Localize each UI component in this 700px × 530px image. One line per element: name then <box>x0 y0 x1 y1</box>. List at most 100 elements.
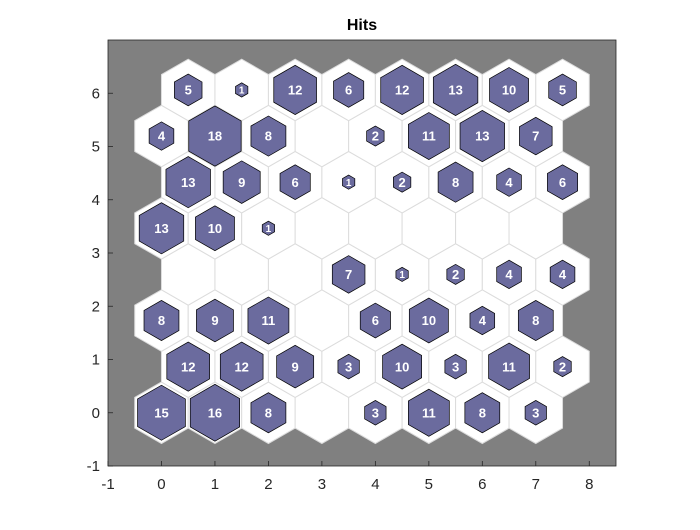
hit-marker <box>364 400 387 426</box>
hit-count-label: 10 <box>502 83 516 98</box>
hit-marker <box>195 205 235 252</box>
hit-marker <box>165 156 211 209</box>
hit-marker <box>408 112 450 161</box>
hit-marker <box>517 300 554 342</box>
hit-marker <box>382 343 422 390</box>
hit-marker <box>342 174 356 190</box>
hit-count-label: 5 <box>185 83 192 98</box>
hit-marker <box>444 353 467 380</box>
y-tick-label: 0 <box>92 405 100 422</box>
hit-marker <box>548 73 577 107</box>
hit-count-label: 13 <box>181 175 195 190</box>
hit-count-label: 5 <box>559 83 566 98</box>
hit-marker <box>437 161 474 203</box>
hit-count-label: 12 <box>234 359 248 374</box>
x-tick-label: 1 <box>211 476 219 493</box>
hit-marker <box>469 305 496 336</box>
hit-count-label: 11 <box>502 359 516 374</box>
hit-count-label: 13 <box>154 221 168 236</box>
hit-marker <box>380 64 424 115</box>
hit-marker <box>333 72 365 108</box>
y-tick-label: 5 <box>92 139 100 156</box>
hit-count-label: 2 <box>559 359 566 374</box>
hit-marker <box>148 121 175 151</box>
hit-count-label: 12 <box>181 359 195 374</box>
hit-count-label: 7 <box>345 267 352 282</box>
x-tick-label: 3 <box>318 476 326 493</box>
y-tick-label: 6 <box>92 85 100 102</box>
hit-count-label: 6 <box>559 175 566 190</box>
hit-marker <box>250 392 287 434</box>
y-tick-label: -1 <box>87 458 100 475</box>
hit-count-label: 3 <box>532 405 539 420</box>
x-tick-label: 4 <box>371 476 379 493</box>
hit-count-label: 8 <box>532 313 539 328</box>
hit-count-label: 11 <box>422 405 436 420</box>
hit-count-label: 1 <box>399 270 405 281</box>
hit-markers <box>137 63 579 442</box>
hit-count-label: 4 <box>158 129 166 144</box>
hit-marker <box>359 302 391 339</box>
x-tick-label: -1 <box>101 476 114 493</box>
hit-marker <box>137 384 186 441</box>
hit-marker <box>366 125 385 147</box>
hit-marker <box>189 383 240 442</box>
hit-count-label: 11 <box>422 129 436 144</box>
hit-count-label: 9 <box>238 175 245 190</box>
hit-count-label: 4 <box>479 313 487 328</box>
x-tick-label: 7 <box>532 476 540 493</box>
hit-marker <box>276 344 315 389</box>
hit-count-label: 4 <box>559 267 567 282</box>
y-tick-label: 1 <box>92 352 100 369</box>
hit-marker <box>196 298 234 343</box>
hit-count-label: 16 <box>208 405 222 420</box>
hit-marker <box>432 63 479 116</box>
hit-marker <box>393 171 412 193</box>
y-tick-label: 2 <box>92 298 100 315</box>
hit-marker <box>138 202 185 255</box>
hit-count-label: 1 <box>346 178 352 189</box>
hit-count-label: 4 <box>505 267 513 282</box>
hit-marker <box>395 266 409 282</box>
hit-count-label: 6 <box>345 83 352 98</box>
hit-marker <box>547 164 579 200</box>
hit-count-label: 2 <box>452 267 459 282</box>
hit-count-label: 2 <box>372 129 379 144</box>
hit-marker <box>250 115 287 157</box>
hit-marker <box>222 160 261 204</box>
hit-count-label: 13 <box>448 83 462 98</box>
hit-marker <box>459 110 505 163</box>
hit-count-label: 8 <box>265 405 272 420</box>
x-tick-label: 2 <box>264 476 272 493</box>
hit-marker <box>174 73 203 107</box>
hit-count-label: 1 <box>266 224 272 235</box>
hit-marker <box>247 296 290 345</box>
hit-marker <box>446 263 465 285</box>
hit-marker <box>488 342 530 391</box>
hit-count-label: 10 <box>422 313 436 328</box>
hit-marker <box>553 356 572 378</box>
hit-count-label: 3 <box>345 359 352 374</box>
hit-marker <box>549 259 576 290</box>
hit-count-label: 6 <box>372 313 379 328</box>
hit-count-label: 1 <box>239 86 245 97</box>
hit-count-label: 8 <box>479 405 486 420</box>
x-tick-label: 8 <box>585 476 593 493</box>
hit-marker <box>408 297 449 344</box>
hit-count-label: 2 <box>398 175 405 190</box>
y-tick-label: 3 <box>92 245 100 262</box>
hit-count-label: 12 <box>395 83 409 98</box>
hit-count-label: 13 <box>475 129 489 144</box>
hit-count-label: 15 <box>154 405 168 420</box>
hit-marker <box>496 167 522 197</box>
x-tick-label: 6 <box>478 476 486 493</box>
hit-count-label: 12 <box>288 83 302 98</box>
hit-marker <box>279 164 311 200</box>
hit-count-label: 7 <box>532 129 539 144</box>
hit-count-label: 3 <box>372 405 379 420</box>
hit-marker <box>235 82 249 98</box>
hit-marker <box>261 220 275 236</box>
